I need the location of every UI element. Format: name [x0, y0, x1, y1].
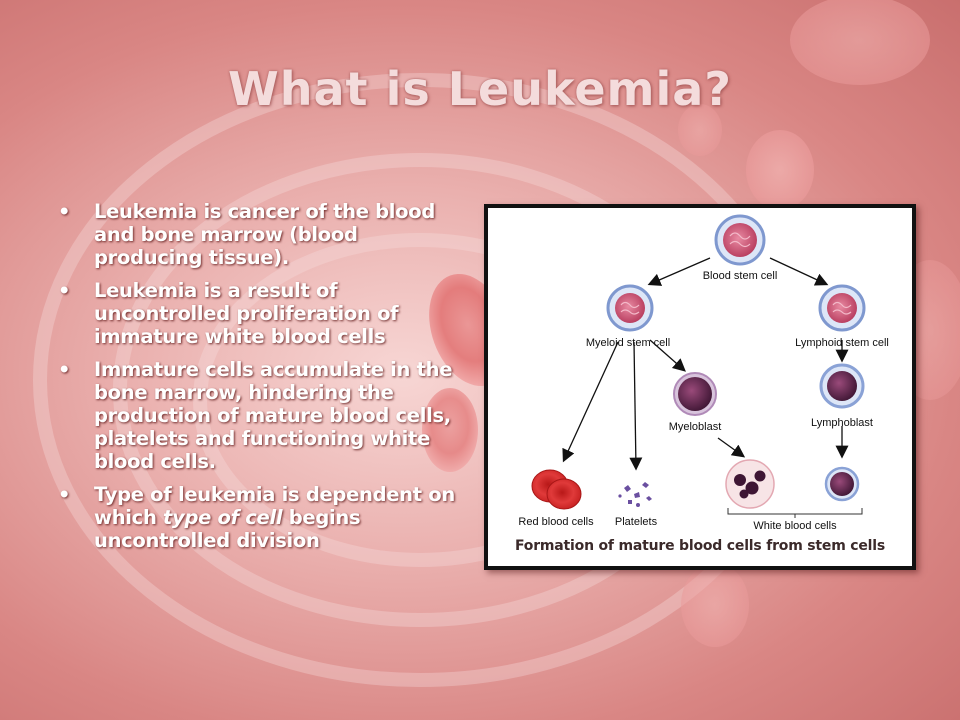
bullet-dot-icon: •	[58, 279, 71, 302]
lymphoblast-icon	[819, 363, 865, 409]
arrow-myeloid-to-platelets	[629, 341, 643, 471]
arrow-myeloblast-to-wbc	[717, 437, 746, 458]
lymphoid-stem-cell-icon	[818, 284, 866, 332]
figure-caption: Formation of mature blood cells from ste…	[515, 538, 885, 554]
figure-frame: Blood stem cell Myeloid stem cell Lympho…	[484, 204, 916, 570]
bullet-dot-icon: •	[58, 483, 71, 506]
label-lymphoblast: Lymphoblast	[811, 417, 873, 429]
neutrophil-icon	[725, 459, 775, 509]
arrow-myeloid-to-red	[562, 341, 619, 463]
myeloid-stem-cell-icon	[606, 284, 654, 332]
blood-stem-cell-icon	[714, 214, 766, 266]
lymphocyte-icon	[824, 466, 860, 502]
bullet-text: Leukemia is cancer of the blood and bone…	[94, 200, 436, 269]
white-blood-cells-bracket	[727, 508, 863, 518]
figure-panel: Blood stem cell Myeloid stem cell Lympho…	[488, 208, 912, 566]
label-white-blood-cells: White blood cells	[753, 520, 837, 532]
slide-title: What is Leukemia?	[228, 62, 732, 116]
bullet-text-tail: begins uncontrolled division	[94, 506, 361, 552]
diagram-arrows	[562, 257, 849, 471]
label-blood-stem-cell: Blood stem cell	[703, 270, 778, 282]
red-blood-cells-icon	[531, 469, 582, 510]
label-myeloid-stem-cell: Myeloid stem cell	[586, 337, 670, 349]
arrow-stem-to-myeloid	[647, 257, 711, 286]
bullet-item: • Leukemia is cancer of the blood and bo…	[58, 200, 468, 269]
arrow-myeloid-to-myeloblast	[649, 339, 686, 372]
bullet-dot-icon: •	[58, 358, 71, 381]
label-lymphoid-stem-cell: Lymphoid stem cell	[795, 337, 889, 349]
myeloblast-icon	[673, 372, 717, 416]
bullet-item: • Leukemia is a result of uncontrolled p…	[58, 279, 468, 348]
bullet-dot-icon: •	[58, 200, 71, 223]
bullet-item: • Immature cells accumulate in the bone …	[58, 358, 468, 473]
bullet-list: • Leukemia is cancer of the blood and bo…	[58, 200, 468, 562]
bullet-italic-text: type of cell	[163, 506, 283, 529]
bullet-text: Type of leukemia is dependent on which	[94, 483, 455, 529]
platelets-icon	[618, 482, 652, 507]
hematopoiesis-diagram: Blood stem cell Myeloid stem cell Lympho…	[518, 214, 889, 532]
bullet-text: Leukemia is a result of uncontrolled pro…	[94, 279, 399, 348]
label-myeloblast: Myeloblast	[669, 421, 722, 433]
bullet-item: • Type of leukemia is dependent on which…	[58, 483, 468, 552]
label-platelets: Platelets	[615, 516, 658, 528]
label-red-blood-cells: Red blood cells	[518, 516, 594, 528]
bullet-text: Immature cells accumulate in the bone ma…	[94, 358, 453, 473]
arrow-stem-to-lymphoid	[769, 257, 829, 286]
